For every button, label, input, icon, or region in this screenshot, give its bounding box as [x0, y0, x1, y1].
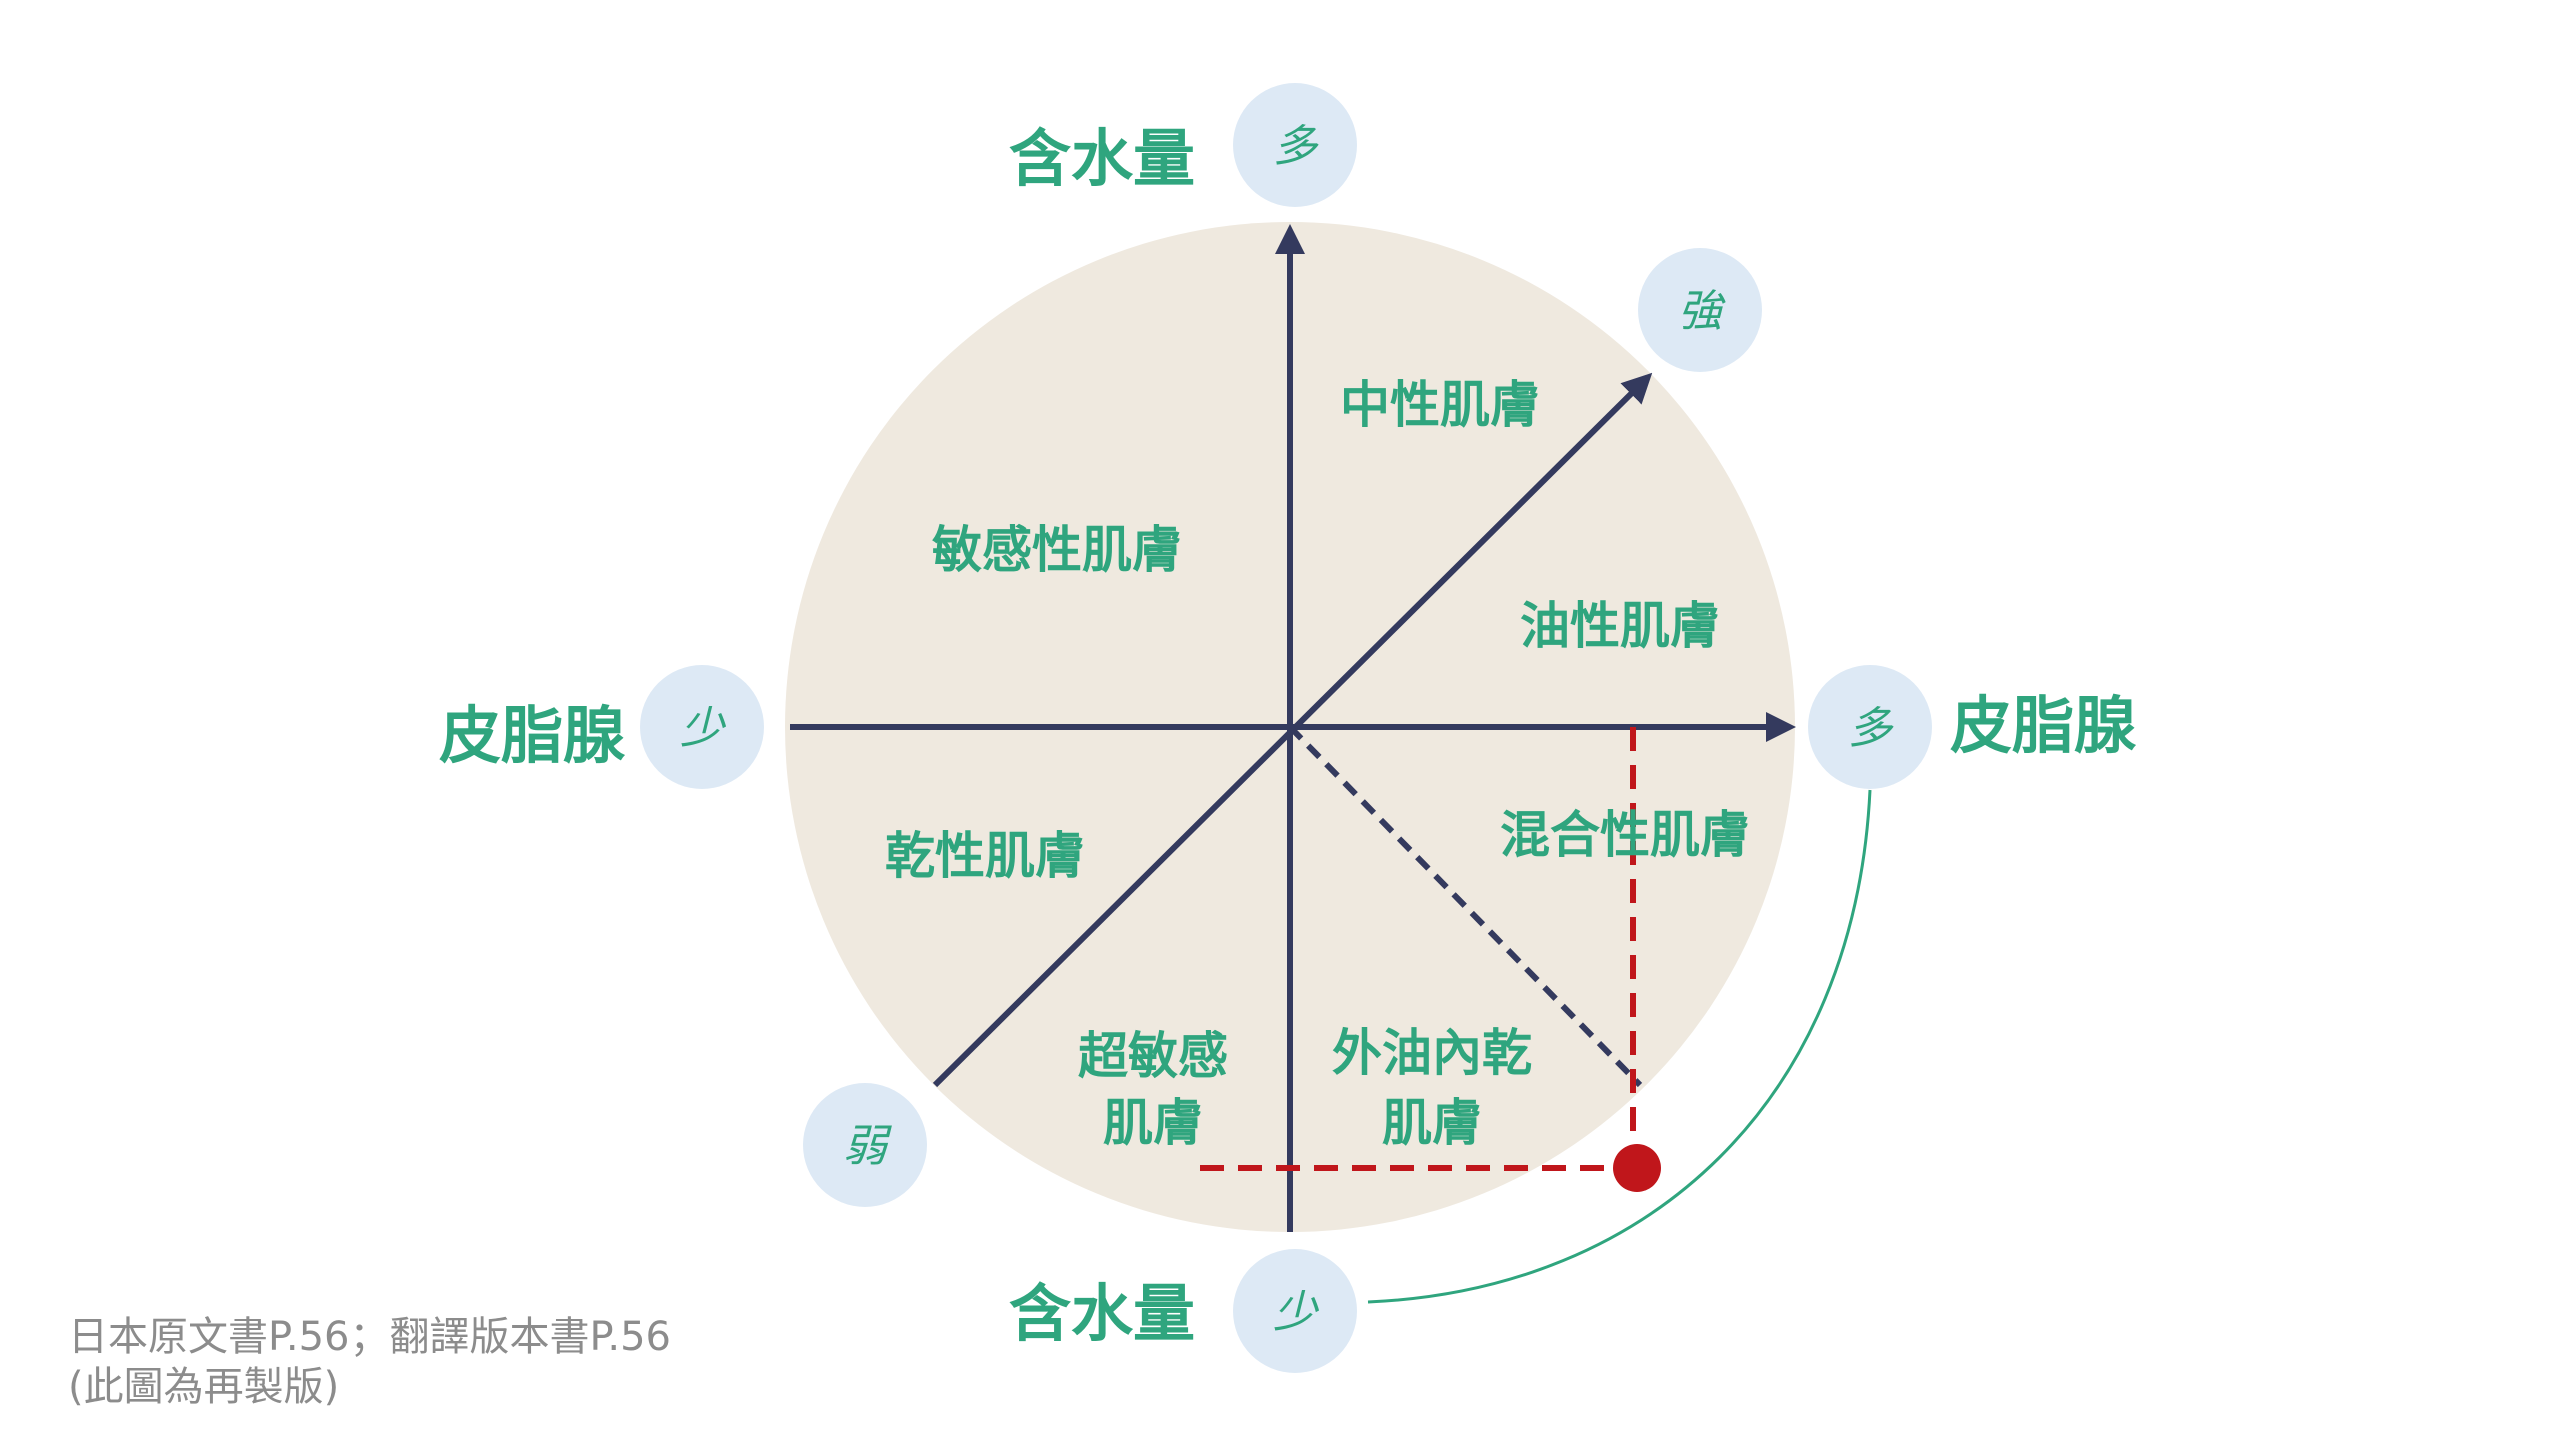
axis-label-sebum-right: 皮脂腺 — [1950, 689, 2137, 762]
region-oily-outside-line2: 肌膚 — [1382, 1094, 1482, 1152]
region-sensitive: 敏感性肌膚 — [932, 521, 1182, 579]
bubble-strong-text: 強 — [1678, 286, 1726, 337]
bubble-water-low: 少 — [1233, 1249, 1357, 1373]
green-curved-connector — [1367, 789, 1872, 1304]
bubble-sebum-high: 多 — [1808, 665, 1932, 789]
red-dot-marker — [1613, 1144, 1661, 1192]
source-note-line2: (此圖為再製版) — [68, 1364, 339, 1410]
bubble-sebum-low-text: 少 — [680, 703, 727, 754]
bubble-weak-text: 弱 — [843, 1121, 892, 1172]
source-note-line1: 日本原文書P.56；翻譯版本書P.56 — [68, 1314, 671, 1360]
region-dry: 乾性肌膚 — [885, 827, 1085, 885]
bubble-weak: 弱 — [803, 1083, 927, 1207]
region-combination: 混合性肌膚 — [1500, 806, 1750, 864]
bubble-sebum-low: 少 — [640, 665, 764, 789]
bubble-sebum-high-text: 多 — [1848, 703, 1894, 754]
region-oily: 油性肌膚 — [1520, 597, 1720, 655]
region-neutral: 中性肌膚 — [1340, 376, 1540, 434]
region-super-sensitive-line1: 超敏感 — [1078, 1027, 1228, 1085]
region-super-sensitive-line2: 肌膚 — [1103, 1094, 1203, 1152]
bubble-water-high: 多 — [1233, 83, 1357, 207]
dashed-divider — [1287, 724, 1643, 1088]
bubble-strong: 強 — [1638, 248, 1762, 372]
axis-label-sebum-left: 皮脂腺 — [439, 699, 626, 772]
region-oily-outside-line1: 外油內乾 — [1332, 1024, 1532, 1082]
bubble-water-high-text: 多 — [1273, 121, 1319, 172]
axis-label-water-top: 含水量 — [1009, 122, 1195, 195]
bubble-water-low-text: 少 — [1273, 1287, 1320, 1338]
axis-label-water-bottom: 含水量 — [1009, 1277, 1195, 1350]
